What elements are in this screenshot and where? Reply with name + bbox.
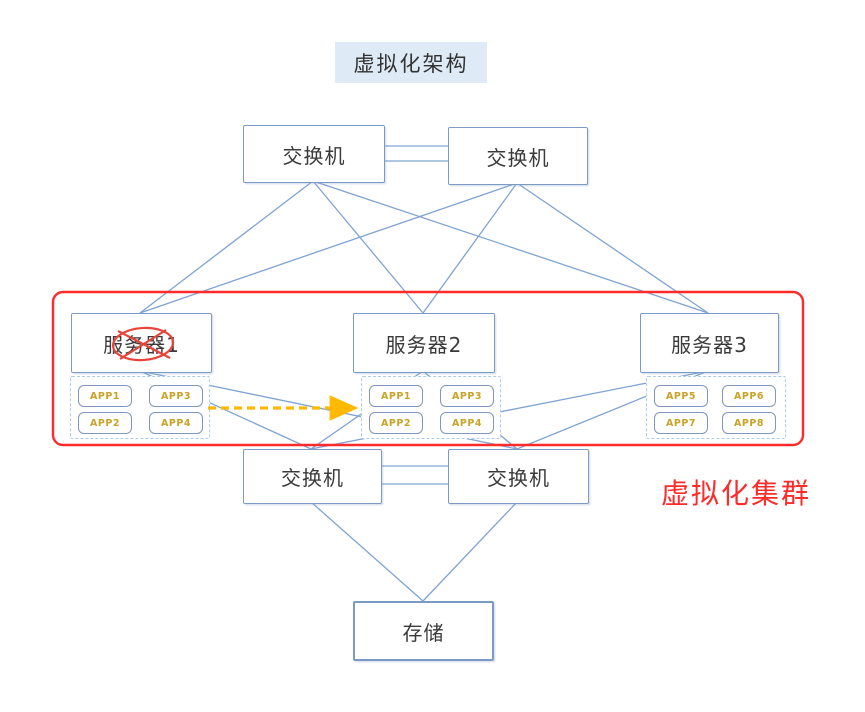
app-box: APP3 bbox=[440, 385, 494, 407]
app-box: APP5 bbox=[654, 385, 708, 407]
bottom-switch-left-label: 交换机 bbox=[281, 466, 344, 490]
uplink-line bbox=[139, 180, 314, 314]
app-label: APP2 bbox=[381, 417, 411, 429]
bottom-switch-right: 交换机 bbox=[448, 449, 589, 504]
uplink-line bbox=[312, 180, 424, 314]
diagram-title: 虚拟化架构 bbox=[335, 42, 487, 83]
top-switch-left-label: 交换机 bbox=[282, 143, 346, 168]
app-box: APP1 bbox=[78, 385, 132, 407]
server-3-label: 服务器3 bbox=[671, 332, 748, 357]
cluster-annotation-text: 虚拟化集群 bbox=[661, 477, 812, 510]
cluster-annotation-label: 虚拟化集群 bbox=[661, 472, 811, 512]
server-2-label: 服务器2 bbox=[385, 332, 463, 357]
top-switch-left: 交换机 bbox=[243, 125, 385, 183]
storage-link-line bbox=[310, 501, 424, 602]
uplink-line bbox=[312, 180, 709, 314]
app-label: APP3 bbox=[161, 390, 191, 402]
app-label: APP4 bbox=[161, 417, 191, 429]
app-box: APP2 bbox=[78, 412, 132, 434]
diagram-title-text: 虚拟化架构 bbox=[353, 51, 469, 76]
app-label: APP7 bbox=[666, 417, 696, 429]
server-2: 服务器2 bbox=[353, 313, 495, 373]
app-box: APP3 bbox=[149, 385, 203, 407]
app-box: APP4 bbox=[440, 412, 494, 434]
storage-label: 存储 bbox=[402, 620, 445, 645]
app-label: APP1 bbox=[90, 390, 120, 402]
bottom-switch-left: 交换机 bbox=[243, 449, 382, 504]
app-label: APP5 bbox=[666, 390, 696, 402]
storage-link-line bbox=[422, 501, 518, 602]
app-label: APP4 bbox=[452, 417, 482, 429]
app-label: APP8 bbox=[734, 417, 764, 429]
server-1: 服务器1 bbox=[71, 313, 212, 373]
uplink-line bbox=[422, 182, 518, 314]
app-box: APP2 bbox=[369, 412, 423, 434]
app-label: APP1 bbox=[381, 390, 411, 402]
top-switch-right-label: 交换机 bbox=[486, 145, 550, 170]
app-label: APP6 bbox=[734, 390, 764, 402]
server-1-label: 服务器1 bbox=[103, 332, 180, 357]
app-box: APP4 bbox=[149, 412, 203, 434]
app-label: APP3 bbox=[452, 390, 482, 402]
uplink-line bbox=[516, 182, 709, 314]
storage-node: 存储 bbox=[353, 601, 494, 661]
app-label: APP2 bbox=[90, 417, 120, 429]
app-box: APP6 bbox=[722, 385, 776, 407]
top-switch-right: 交换机 bbox=[448, 127, 588, 185]
app-box: APP8 bbox=[722, 412, 776, 434]
app-box: APP7 bbox=[654, 412, 708, 434]
bottom-switch-right-label: 交换机 bbox=[487, 466, 550, 490]
uplink-line bbox=[139, 182, 518, 314]
app-box: APP1 bbox=[369, 385, 423, 407]
server-3: 服务器3 bbox=[640, 313, 779, 373]
